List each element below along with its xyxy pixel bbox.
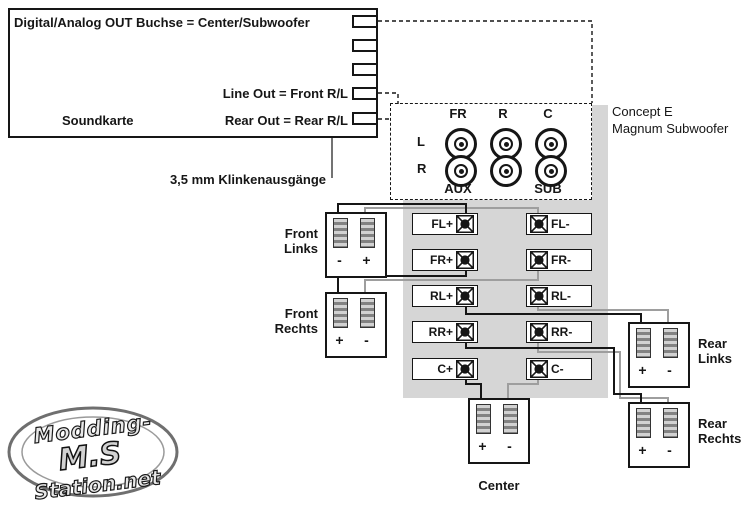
spring-terminal [663, 328, 678, 358]
soundcard-box [8, 8, 378, 138]
terminal-rr-minus: RR- [526, 321, 592, 343]
terminal-rl-plus: RL+ [412, 285, 478, 307]
clamp-terminal-icon [456, 215, 474, 233]
polarity-label: + [638, 442, 647, 458]
cable-digital-out [378, 20, 593, 103]
terminal-fr-minus: FR- [526, 249, 592, 271]
subwoofer-name: Concept E Magnum Subwoofer [612, 103, 728, 137]
terminal-label: C- [551, 362, 564, 376]
rca-jack-fr-r [445, 155, 477, 187]
terminal-label: RL+ [429, 289, 453, 303]
modding-station-logo: Modding- M.S Station.net [7, 406, 179, 504]
clamp-terminal-icon [530, 251, 548, 269]
clamp-terminal-icon [530, 215, 548, 233]
spring-terminal [360, 298, 375, 328]
spring-terminal [476, 404, 491, 434]
speaker-label-front-links: Front Links [256, 226, 318, 256]
clamp-terminal-icon [456, 251, 474, 269]
clamp-terminal-icon [530, 360, 548, 378]
rca-jack-r-r [490, 155, 522, 187]
speaker-label-line: Front [284, 306, 318, 321]
audio-jack-line-out [352, 87, 378, 100]
audio-jack-digital-out [352, 15, 378, 28]
polarity-label: + [638, 362, 647, 378]
rca-jack-c-r [535, 155, 567, 187]
speaker-label-line: Rechts [698, 431, 742, 446]
polarity-label: - [364, 332, 369, 348]
terminal-fl-minus: FL- [526, 213, 592, 235]
clamp-terminal-icon [456, 360, 474, 378]
polarity-label: - [667, 362, 672, 378]
input-row-label-l: L [417, 134, 425, 149]
spring-terminal [333, 218, 348, 248]
polarity-label: + [335, 332, 344, 348]
terminal-label: FL+ [431, 217, 453, 231]
rear-out-label: Rear Out = Rear R/L [224, 113, 348, 128]
spring-terminal [636, 408, 651, 438]
polarity-label: - [667, 442, 672, 458]
terminal-label: FL- [551, 217, 570, 231]
audio-jack-rear-out [352, 112, 378, 125]
audio-jack-3 [352, 63, 378, 76]
terminal-fr-plus: FR+ [412, 249, 478, 271]
subwoofer-name-line2: Magnum Subwoofer [612, 121, 729, 136]
input-row-label-r: R [417, 161, 427, 176]
terminal-label: C+ [437, 362, 453, 376]
clamp-terminal-icon [456, 323, 474, 341]
speaker-label-center: Center [478, 478, 520, 493]
polarity-label: + [478, 438, 487, 454]
logo-ellipse-outer [7, 406, 179, 498]
speaker-label-front-rechts: Front Rechts [256, 306, 318, 336]
speaker-label-line: Front [284, 226, 318, 241]
terminal-label: RR- [551, 325, 573, 339]
terminal-label: FR- [551, 253, 571, 267]
input-col-label-c: C [543, 106, 553, 121]
subwoofer-name-line1: Concept E [612, 104, 673, 119]
speaker-center: + - [468, 398, 530, 464]
speaker-label-line: Links [284, 241, 318, 256]
logo-line2: M.S [57, 436, 124, 478]
speaker-front-rechts: + - [325, 292, 387, 358]
soundcard-title: Soundkarte [62, 113, 134, 128]
audio-jack-2 [352, 39, 378, 52]
jack-note: 3,5 mm Klinkenausgänge [169, 172, 326, 187]
speaker-label-line: Rear [698, 416, 727, 431]
polarity-label: + [362, 252, 371, 268]
polarity-label: - [337, 252, 342, 268]
speaker-label-rear-links: Rear Links [698, 336, 732, 366]
terminal-rl-minus: RL- [526, 285, 592, 307]
spring-terminal [503, 404, 518, 434]
line-out-label: Line Out = Front R/L [222, 86, 348, 101]
spring-terminal [333, 298, 348, 328]
clamp-terminal-icon [530, 323, 548, 341]
terminal-label: RR+ [428, 325, 453, 339]
spring-terminal [663, 408, 678, 438]
logo-ellipse-inner [21, 416, 165, 488]
input-col-label-fr: FR [449, 106, 467, 121]
polarity-label: - [507, 438, 512, 454]
input-col-label-r: R [498, 106, 508, 121]
terminal-label: RL- [551, 289, 571, 303]
spring-terminal [636, 328, 651, 358]
speaker-label-line: Rechts [274, 321, 318, 336]
speaker-label-rear-rechts: Rear Rechts [698, 416, 741, 446]
digital-out-label: Digital/Analog OUT Buchse = Center/Subwo… [14, 15, 310, 30]
speaker-label-line: Links [698, 351, 732, 366]
terminal-rr-plus: RR+ [412, 321, 478, 343]
speaker-rear-rechts: + - [628, 402, 690, 468]
terminal-label: FR+ [429, 253, 453, 267]
speaker-front-links: - + [325, 212, 387, 278]
terminal-c-minus: C- [526, 358, 592, 380]
speaker-rear-links: + - [628, 322, 690, 388]
clamp-terminal-icon [456, 287, 474, 305]
terminal-fl-plus: FL+ [412, 213, 478, 235]
speaker-label-line: Rear [698, 336, 727, 351]
clamp-terminal-icon [530, 287, 548, 305]
terminal-c-plus: C+ [412, 358, 478, 380]
spring-terminal [360, 218, 375, 248]
